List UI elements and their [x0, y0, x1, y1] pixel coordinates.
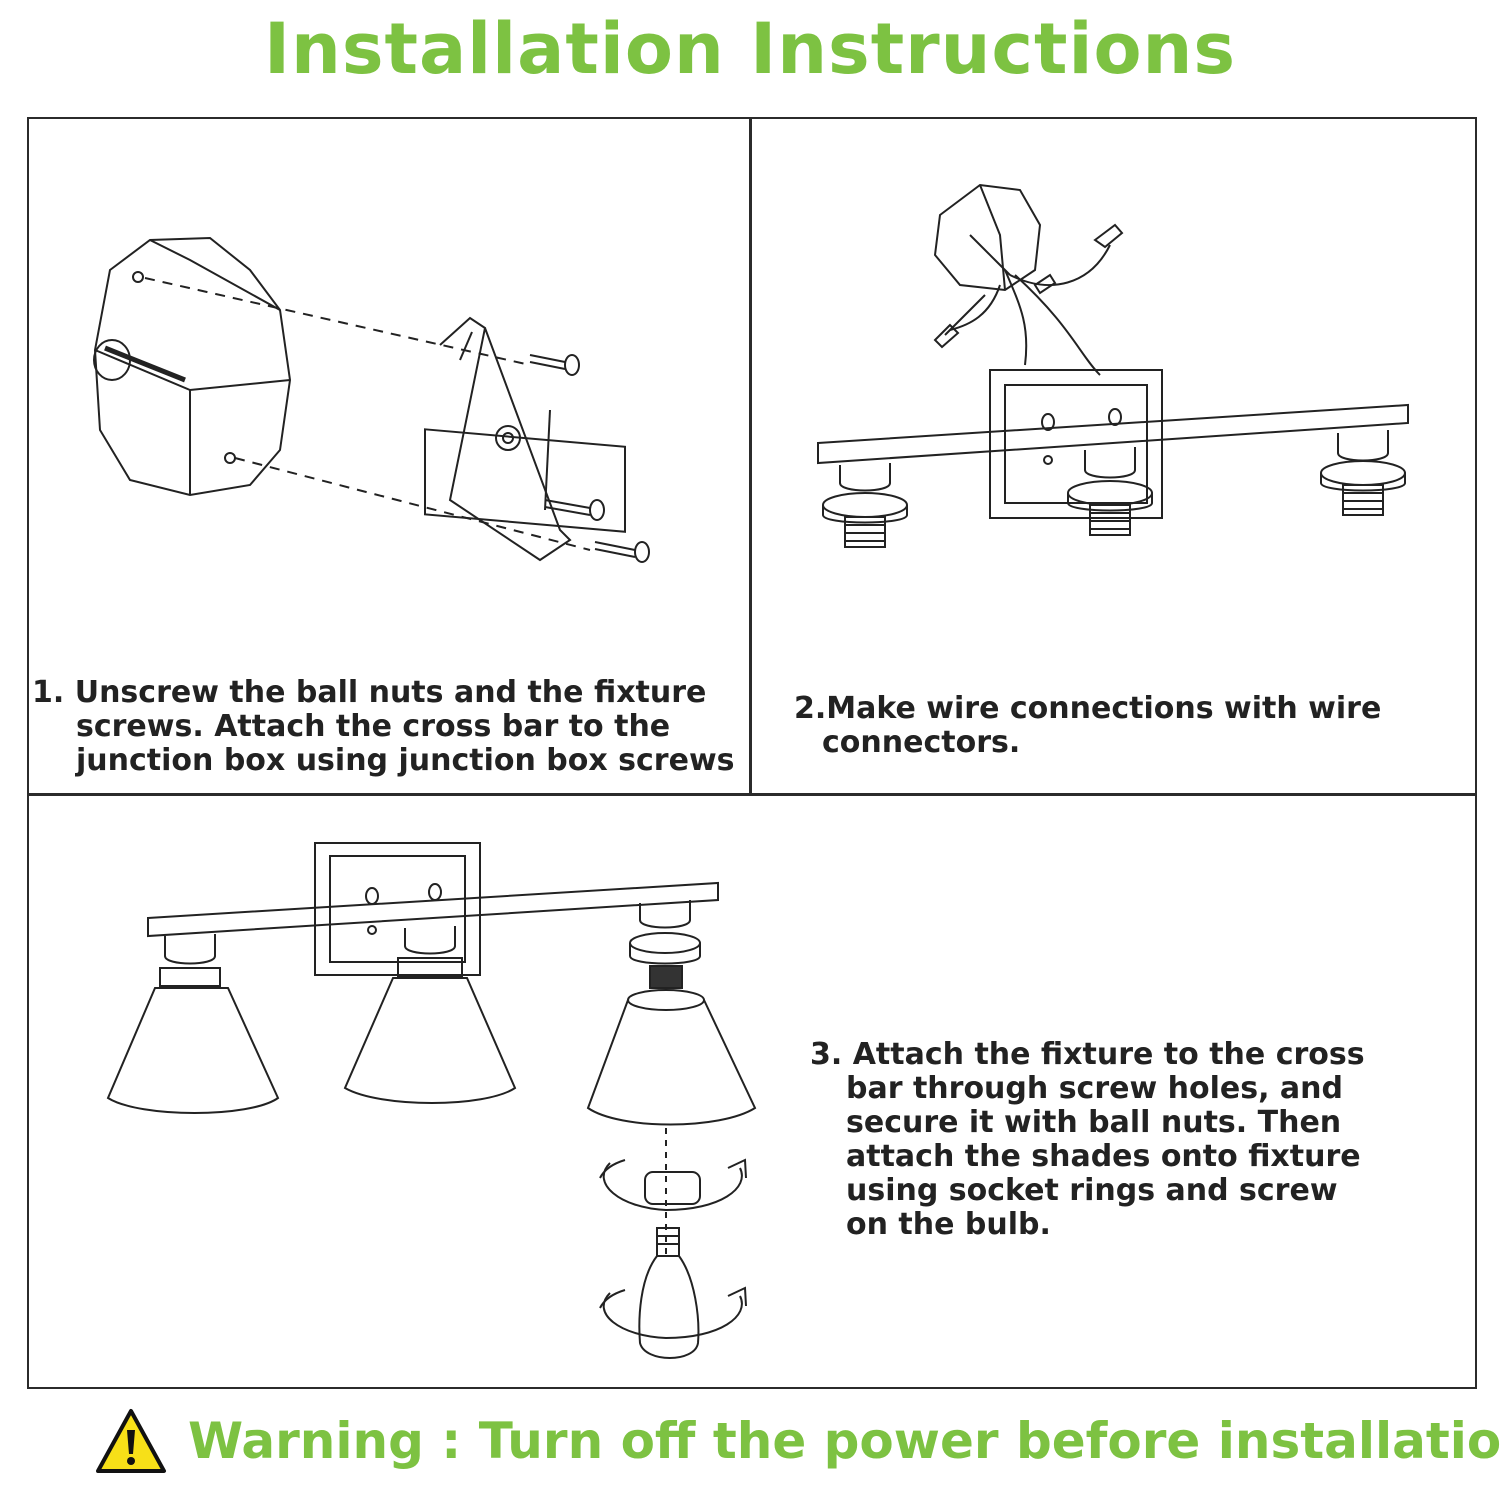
step-3-text: 3. Attach the fixture to the cross bar t…	[810, 1038, 1365, 1242]
step-1-text: 1. Unscrew the ball nuts and the fixture…	[32, 676, 735, 778]
page-title: Installation Instructions	[263, 8, 1237, 90]
junction-box-illustration	[90, 230, 670, 590]
step-1-line: screws. Attach the cross bar to the	[76, 709, 671, 744]
step-3-panel	[27, 793, 1477, 1389]
step-1-panel	[27, 117, 752, 796]
step-3-line: 3. Attach the fixture to the cross	[810, 1037, 1365, 1072]
wire-connection-illustration	[810, 175, 1410, 555]
warning-text: Warning : Turn off the power before inst…	[188, 1412, 1500, 1470]
warning-triangle-icon	[96, 1409, 166, 1473]
step-3-line: bar through screw holes, and	[846, 1071, 1344, 1106]
step-1-line: 1. Unscrew the ball nuts and the fixture	[32, 675, 707, 710]
step-3-line: on the bulb.	[846, 1207, 1051, 1242]
step-2-text: 2.Make wire connections with wire connec…	[794, 692, 1381, 760]
step-1-line: junction box using junction box screws	[76, 743, 735, 778]
step-3-line: secure it with ball nuts. Then	[846, 1105, 1342, 1140]
step-3-line: attach the shades onto fixture	[846, 1139, 1361, 1174]
step-3-line: using socket rings and screw	[846, 1173, 1338, 1208]
fixture-assembly-illustration	[100, 838, 780, 1368]
step-2-line: 2.Make wire connections with wire	[794, 691, 1382, 726]
step-2-line: connectors.	[822, 725, 1021, 760]
step-2-panel	[749, 117, 1477, 796]
